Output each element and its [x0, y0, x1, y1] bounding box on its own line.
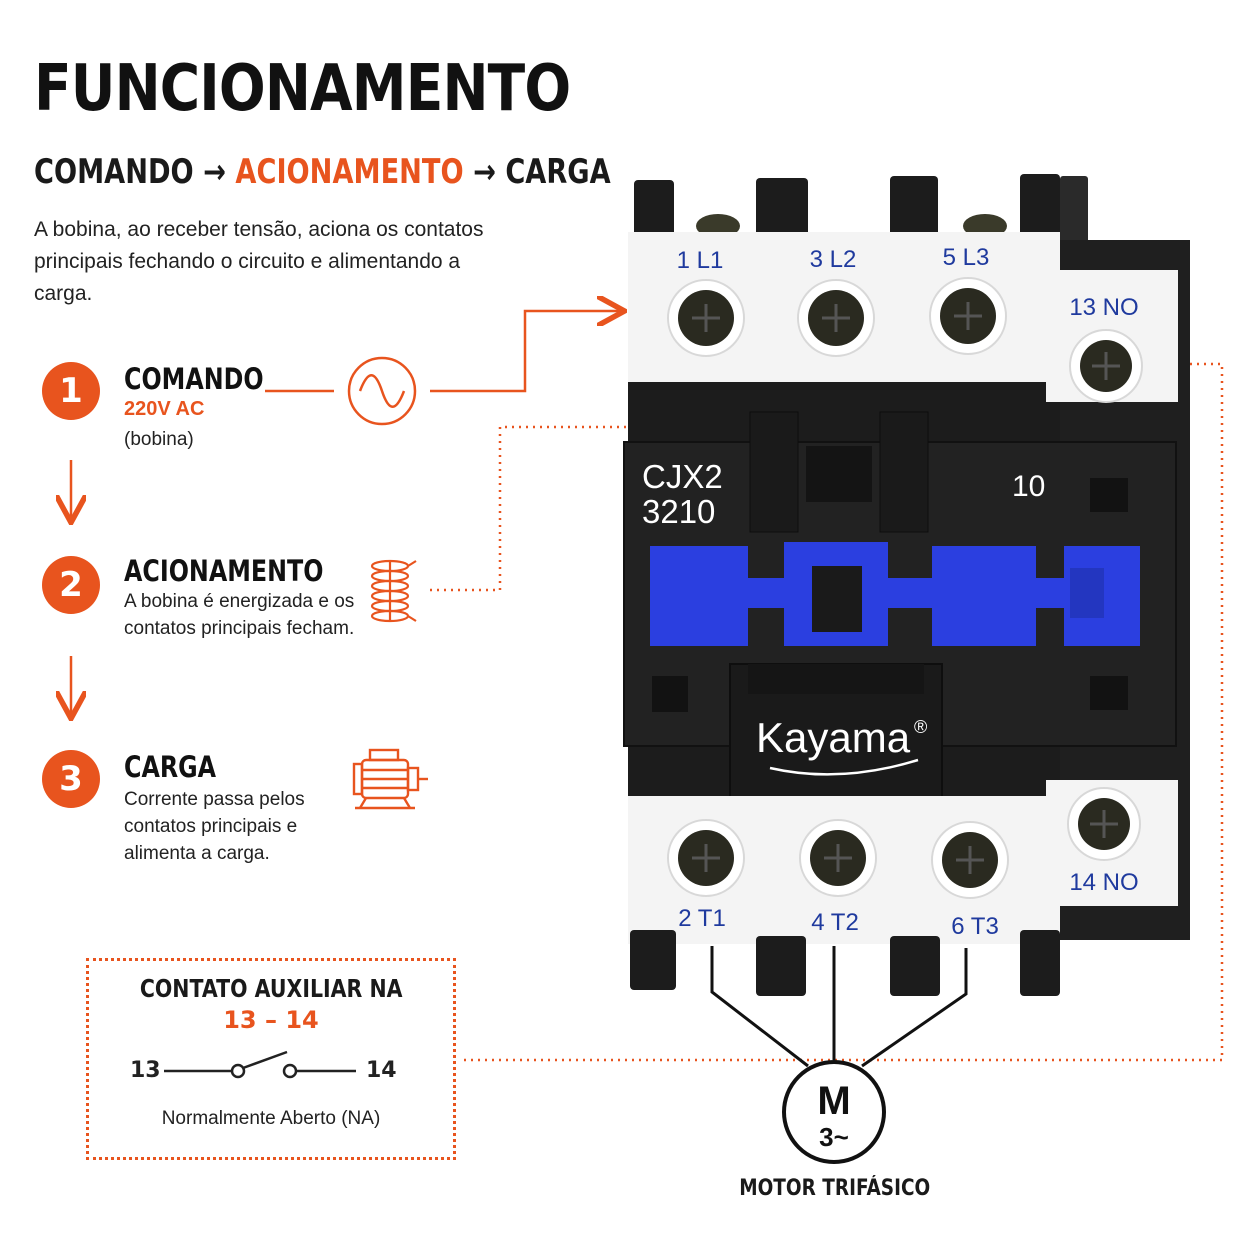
screw-l3: [929, 277, 1007, 355]
flow-arrow-1: →: [203, 152, 226, 192]
slider-block-left: [650, 546, 748, 646]
auxiliary-range: 13 – 14: [223, 1006, 319, 1034]
motor-symbol-phase: 3~: [819, 1122, 849, 1152]
na-switch-symbol: [164, 1050, 356, 1079]
step-1-voltage: 220V AC: [124, 398, 205, 420]
auxiliary-contact-box: [86, 958, 456, 1160]
brand-logo: Kayama: [756, 714, 911, 761]
screw-t2: [799, 819, 877, 897]
screw-l1: [667, 279, 745, 357]
step-2-text: A bobina é energizada e os contatos prin…: [124, 591, 355, 639]
terminal-label-14-no: 14 NO: [1069, 869, 1138, 896]
contactor-body: [623, 174, 1190, 996]
model-suffix: 10: [1012, 470, 1045, 503]
step-1-title: COMANDO: [124, 362, 264, 396]
ac-sine-icon: [347, 356, 417, 426]
auxiliary-title: CONTATO AUXILIAR NA: [139, 974, 403, 1003]
terminal-label-t2: 4 T2: [811, 909, 859, 936]
flow-heading: COMANDO → ACIONAMENTO → CARGA: [34, 152, 611, 192]
coil-dotted-line: [430, 425, 628, 592]
screw-14: [1067, 787, 1141, 861]
coil-icon: [370, 559, 417, 623]
step-1-text: (bobina): [124, 429, 194, 450]
screw-t1: [667, 819, 745, 897]
slider-block-right: [932, 546, 1036, 646]
step-1-badge: 1: [42, 362, 100, 420]
brand-swoosh: [769, 758, 919, 776]
brand-registered-mark: ®: [914, 717, 927, 737]
motor-icon: [352, 748, 428, 810]
flow-arrow-2: →: [473, 152, 496, 192]
flow-step-acionamento: ACIONAMENTO: [235, 152, 464, 192]
screw-t3: [931, 821, 1009, 899]
terminal-label-l2: 3 L2: [810, 246, 857, 273]
step-2-title: ACIONAMENTO: [124, 554, 324, 588]
step-2-badge: 2: [42, 556, 100, 614]
step-3-badge: 3: [42, 750, 100, 808]
auxiliary-terminal-14: 14: [366, 1058, 397, 1083]
model-line-1: CJX2: [642, 458, 723, 495]
flow-step-comando: COMANDO: [34, 152, 194, 192]
page-title: FUNCIONAMENTO: [34, 52, 571, 126]
screw-l2: [797, 279, 875, 357]
flow-step-carga: CARGA: [505, 152, 611, 192]
motor-wires: [710, 946, 968, 1068]
step-3-title: CARGA: [124, 750, 217, 784]
terminal-label-t1: 2 T1: [678, 905, 726, 932]
terminal-label-l3: 5 L3: [943, 244, 990, 271]
command-line-to-contactor: [430, 311, 622, 393]
motor-symbol: M 3~: [782, 1060, 886, 1164]
terminal-label-13-no: 13 NO: [1069, 294, 1138, 321]
terminal-label-t3: 6 T3: [951, 913, 999, 940]
terminal-label-l1: 1 L1: [677, 247, 724, 274]
screw-13: [1069, 329, 1143, 403]
motor-symbol-m: M: [817, 1079, 850, 1123]
motor-label: MOTOR TRIFÁSICO: [739, 1176, 931, 1201]
auxiliary-caption: Normalmente Aberto (NA): [161, 1108, 381, 1129]
terminal-screws: [667, 277, 1143, 899]
model-line-2: 3210: [642, 493, 715, 530]
step-3-text: Corrente passa pelos contatos principais…: [124, 789, 305, 864]
auxiliary-terminal-13: 13: [130, 1058, 161, 1083]
intro-text: A bobina, ao receber tensão, aciona os c…: [34, 218, 484, 305]
